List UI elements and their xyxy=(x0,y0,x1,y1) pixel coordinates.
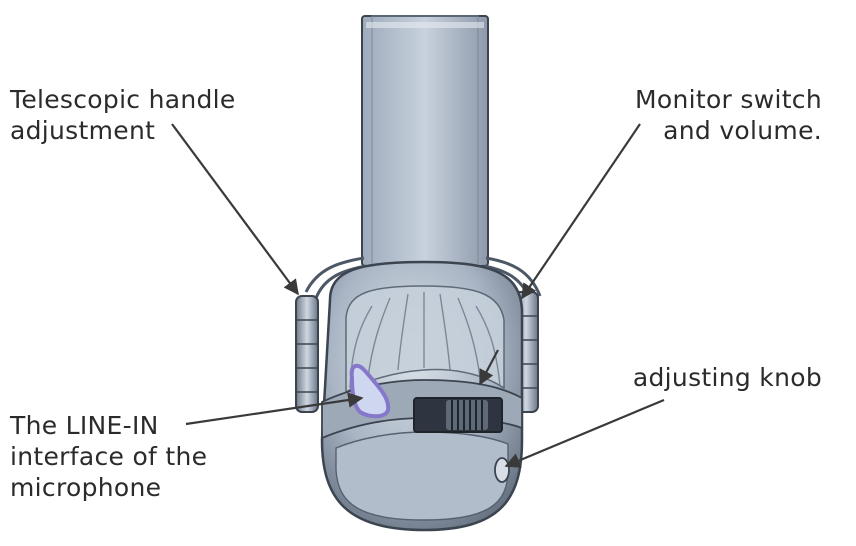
label-monitor-switch: Monitor switch and volume. xyxy=(635,85,822,145)
arrow-monitor xyxy=(521,123,641,300)
ear-cup xyxy=(320,260,524,532)
arrow-line-in xyxy=(185,392,364,426)
adjusting-knob xyxy=(494,457,510,483)
arrow-telescopic xyxy=(171,123,299,296)
callout-arrows xyxy=(171,123,665,468)
arrow-volume xyxy=(479,349,499,386)
volume-wheel xyxy=(413,397,503,433)
headband xyxy=(361,15,489,271)
rib-texture xyxy=(349,292,501,389)
label-adjusting-knob: adjusting knob xyxy=(632,363,822,392)
telescopic-rod-left xyxy=(295,295,319,413)
label-telescopic-handle: Telescopic handle adjustment xyxy=(10,85,236,145)
label-line-in: The LINE-IN interface of the microphone xyxy=(10,411,208,502)
arrow-knob xyxy=(504,398,665,468)
